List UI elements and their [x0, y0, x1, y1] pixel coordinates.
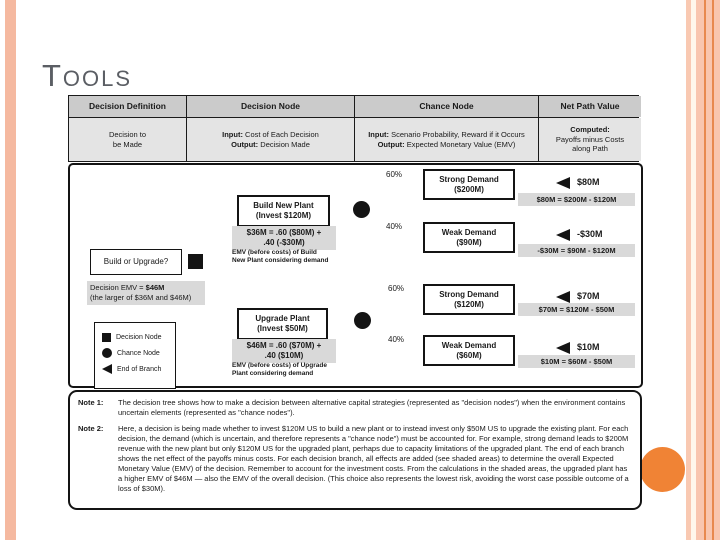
note1-label: Note 1: — [78, 398, 104, 407]
notes-box — [68, 390, 642, 510]
decision-emv-note: Decision EMV = $46M (the larger of $36M … — [87, 281, 205, 305]
upgrade-emv-formula: $46M = .60 ($70M) + .40 ($10M) — [232, 339, 336, 363]
table-cell-chance-node: Input: Scenario Probability, Reward if i… — [355, 118, 538, 161]
left-edge-stripe — [5, 0, 16, 540]
right-edge-stripe — [714, 0, 720, 540]
build-weak-net-calc: -$30M = $90M - $120M — [518, 244, 635, 257]
upgrade-emv-caption: EMV (before costs) of Upgrade Plant cons… — [232, 362, 327, 378]
build-weak-net-value: -$30M — [577, 229, 603, 239]
build-strong-net-value: $80M — [577, 177, 600, 187]
note2-text: Here, a decision is being made whether t… — [118, 424, 629, 493]
decision-emv-detail: (the larger of $36M and $46M) — [90, 292, 192, 302]
note2-label: Note 2: — [78, 424, 104, 433]
note1-text: The decision tree shows how to make a de… — [118, 398, 626, 417]
build-strong-end-arrow-icon — [556, 177, 570, 189]
decision-emv-value: $46M — [145, 283, 165, 292]
definition-table: Decision Definition Decision Node Chance… — [68, 95, 641, 162]
decision-node-square-icon — [188, 254, 203, 269]
upgrade-strong-net-calc: $70M = $120M - $50M — [518, 303, 635, 316]
upgrade-strong-probability: 60% — [388, 284, 405, 293]
right-edge-stripe — [704, 0, 706, 540]
right-edge-stripe — [686, 0, 691, 540]
upgrade-strong-net-value: $70M — [577, 291, 600, 301]
end-of-branch-icon — [102, 364, 112, 374]
upgrade-weak-end-arrow-icon — [556, 342, 570, 354]
upgrade-chance-node-circle — [354, 312, 371, 329]
decision-emv-prefix: Decision EMV = — [90, 283, 146, 292]
build-weak-demand-box: Weak Demand ($90M) — [423, 222, 515, 253]
build-new-plant-box: Build New Plant (Invest $120M) — [237, 195, 330, 227]
build-emv-caption: EMV (before costs) of Build New Plant co… — [232, 249, 329, 265]
upgrade-strong-end-arrow-icon — [556, 291, 570, 303]
upgrade-weak-probability: 40% — [388, 335, 405, 344]
table-header-decision-definition: Decision Definition — [69, 96, 186, 117]
right-edge-stripe — [706, 0, 712, 540]
upgrade-strong-demand-box: Strong Demand ($120M) — [423, 284, 515, 315]
table-header-net-path-value: Net Path Value — [539, 96, 641, 117]
decision-node-icon — [102, 332, 111, 342]
upgrade-weak-net-value: $10M — [577, 342, 600, 352]
right-edge-stripe — [696, 0, 704, 540]
decision-question-box: Build or Upgrade? — [90, 249, 182, 275]
theme-orange-circle — [640, 447, 685, 492]
table-cell-net-path-value: Computed: Payoffs minus Costs along Path — [539, 118, 641, 161]
right-edge-stripe — [691, 0, 696, 540]
build-strong-demand-box: Strong Demand ($200M) — [423, 169, 515, 200]
legend-item-end-of-branch: End of Branch — [95, 361, 175, 377]
chance-node-icon — [102, 348, 112, 358]
table-header-chance-node: Chance Node — [355, 96, 538, 117]
build-strong-probability: 60% — [386, 170, 403, 179]
legend-item-chance-node: Chance Node — [95, 345, 175, 361]
build-weak-probability: 40% — [386, 222, 403, 231]
upgrade-weak-demand-box: Weak Demand ($60M) — [423, 335, 515, 366]
right-edge-stripe — [712, 0, 714, 540]
table-header-decision-node: Decision Node — [187, 96, 354, 117]
slide-title: Tools — [42, 58, 133, 93]
legend-item-decision-node: Decision Node — [95, 329, 175, 345]
build-strong-net-calc: $80M = $200M - $120M — [518, 193, 635, 206]
build-emv-formula: $36M = .60 ($80M) + .40 (-$30M) — [232, 226, 336, 250]
upgrade-weak-net-calc: $10M = $60M - $50M — [518, 355, 635, 368]
upgrade-plant-box: Upgrade Plant (Invest $50M) — [237, 308, 328, 340]
build-chance-node-circle — [353, 201, 370, 218]
build-weak-end-arrow-icon — [556, 229, 570, 241]
table-cell-decision-definition: Decision to be Made — [69, 118, 186, 161]
legend-box: Decision Node Chance Node End of Branch — [94, 322, 176, 389]
